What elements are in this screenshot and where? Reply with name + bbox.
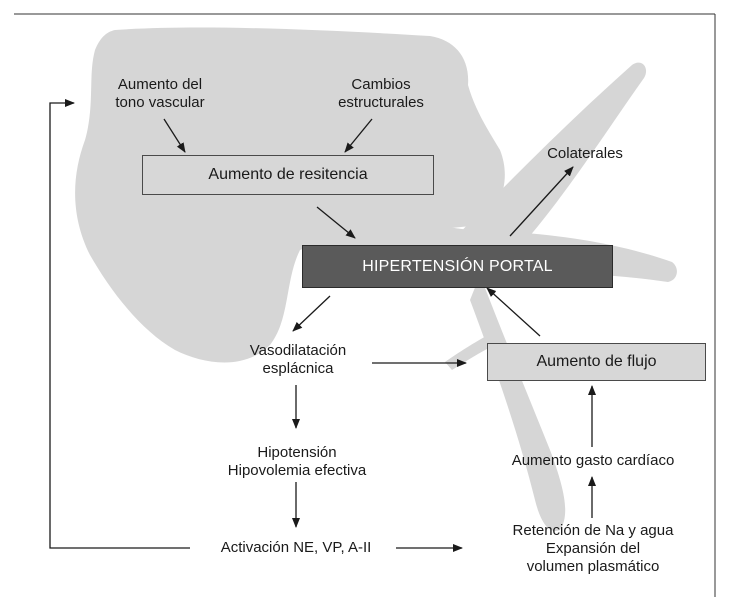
node-retencion: Retención de Na y agua Expansión del vol…	[512, 522, 674, 575]
feedback-loop-arrow	[49, 99, 190, 549]
node-tono-vascular: Aumento del tono vascular	[115, 76, 205, 111]
node-hipotension: Hipotensión Hipovolemia efectiva	[227, 444, 367, 479]
arrow-cambios-to-resistencia	[344, 118, 373, 153]
box-aumento-flujo: Aumento de flujo	[487, 343, 706, 381]
node-colaterales: Colaterales	[547, 145, 623, 162]
arrow-to-colaterales	[509, 166, 574, 237]
arrow-tono-to-resistencia	[163, 118, 186, 153]
box-hipertension-portal: HIPERTENSIÓN PORTAL	[302, 245, 613, 288]
node-cambios-estructurales: Cambios estructurales	[338, 76, 424, 111]
lower-vessel	[470, 275, 566, 531]
arrow-flujo-to-hipertension	[486, 287, 541, 337]
box-aumento-resistencia: Aumento de resitencia	[142, 155, 434, 195]
liver-silhouette	[75, 27, 505, 363]
node-activacion: Activación NE, VP, A-II	[220, 539, 372, 556]
node-vasodilatacion: Vasodilatación esplácnica	[249, 342, 347, 377]
upper-vessel	[455, 62, 647, 268]
arrow-hipertension-to-vasodilatacion	[292, 295, 331, 332]
arrow-resistencia-to-hipertension	[316, 206, 356, 239]
node-aumento-gasto: Aumento gasto cardíaco	[511, 452, 675, 469]
